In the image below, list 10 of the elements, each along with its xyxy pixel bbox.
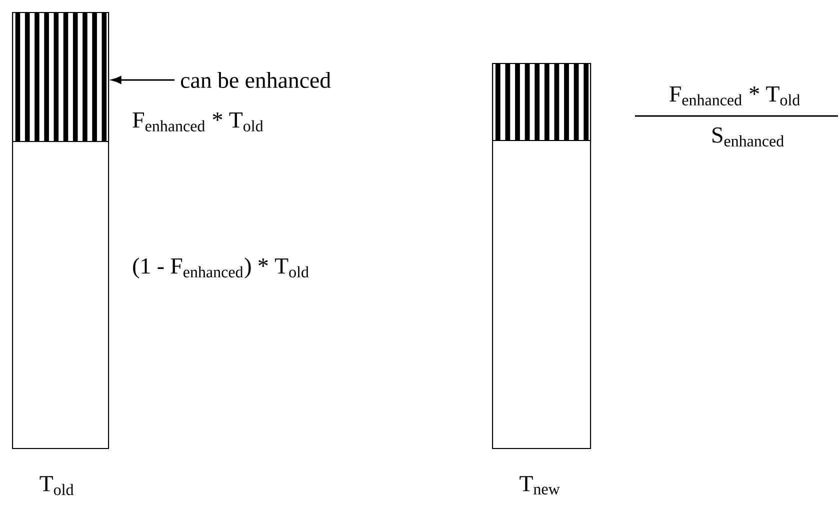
hatched-segment [12, 12, 110, 142]
bar-label: T$_{old}$ [40, 476, 74, 496]
bar-label: T$_{new}$ [520, 476, 560, 494]
fraction-denominator: S$_{enhanced}$ [712, 127, 784, 147]
formula-text: (1 - F$_{enhanced}$) * T$_{old}$ [133, 258, 309, 278]
arrow [111, 76, 174, 84]
fraction-numerator: F$_{enhanced}$ * T$_{old}$ [670, 86, 800, 106]
annotation-text: can be enhanced [181, 72, 331, 88]
hatched-segment [492, 62, 592, 142]
formula-text: F$_{enhanced}$ * T$_{old}$ [132, 112, 264, 132]
